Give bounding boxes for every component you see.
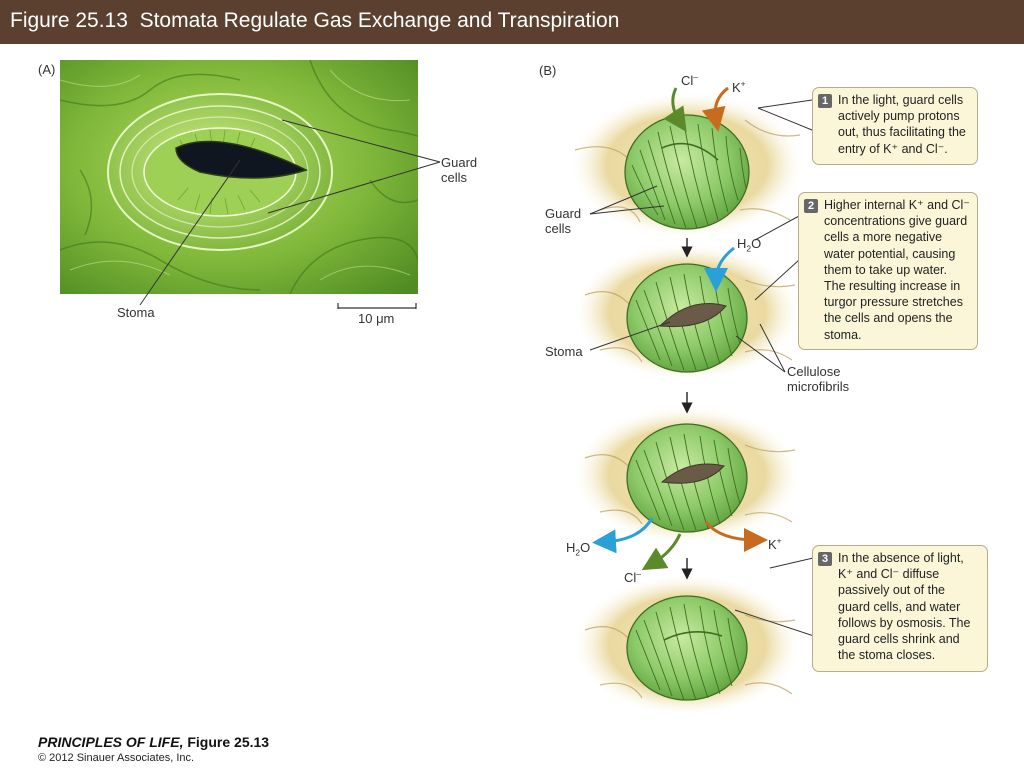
k-label-out: K+ [768, 535, 782, 552]
cl-in-arrow [663, 87, 687, 132]
guard-cells-label-b: Guard cells [545, 206, 582, 236]
cl-label-in: Cl– [681, 71, 698, 88]
water-out-arrow [592, 517, 654, 554]
footer-copyright: © 2012 Sinauer Associates, Inc. [38, 752, 195, 764]
callout-step-1: 1 In the light, guard cells actively pum… [812, 87, 978, 165]
scale-bar-label: 10 μm [358, 311, 395, 326]
cellulose-microfibrils-label: Cellulose microfibrils [787, 364, 850, 394]
cl-out-arrow [641, 533, 682, 571]
stoma-label-a: Stoma [117, 305, 155, 320]
step-number-1: 1 [818, 94, 832, 108]
scale-bar [337, 303, 417, 309]
guard-cell-stage-1 [572, 93, 802, 237]
footer-figure-number: Figure 25.13 [187, 734, 270, 750]
callout-step-2: 2 Higher internal K⁺ and Cl⁻ concentrati… [798, 192, 978, 350]
guard-cells-label-a: Guard cells [441, 155, 478, 185]
cl-label-out: Cl– [624, 568, 641, 585]
water-in-arrow [704, 246, 735, 292]
callout-3-text: In the absence of light, K⁺ and Cl⁻ diff… [838, 551, 971, 663]
guard-cell-stage-3 [575, 407, 799, 543]
callout-step-3: 3 In the absence of light, K⁺ and Cl⁻ di… [812, 545, 988, 672]
step-number-3: 3 [818, 552, 832, 566]
callout-1-text: In the light, guard cells actively pump … [838, 93, 966, 156]
title-bar: Figure 25.13 Stomata Regulate Gas Exchan… [0, 0, 1024, 44]
step-number-2: 2 [804, 199, 818, 213]
guard-cell-stage-4 [575, 575, 799, 715]
k-out-arrow [704, 521, 768, 552]
callout-2-text: Higher internal K⁺ and Cl⁻ concentration… [824, 198, 970, 342]
k-in-arrow [701, 86, 729, 132]
water-label-in: H2O [737, 236, 762, 254]
water-label-out: H2O [566, 540, 591, 558]
stoma-label-b: Stoma [545, 344, 583, 359]
guard-cell-stage-2 [575, 244, 799, 380]
panel-b-label: (B) [539, 63, 557, 78]
figure-title: Figure 25.13 Stomata Regulate Gas Exchan… [10, 9, 620, 32]
k-label-in: K+ [732, 78, 746, 95]
panel-b-leader-lines [589, 99, 827, 641]
panel-a-label: (A) [38, 62, 56, 77]
footer-book-title: PRINCIPLES OF LIFE, Figure 25.13 [38, 734, 270, 750]
